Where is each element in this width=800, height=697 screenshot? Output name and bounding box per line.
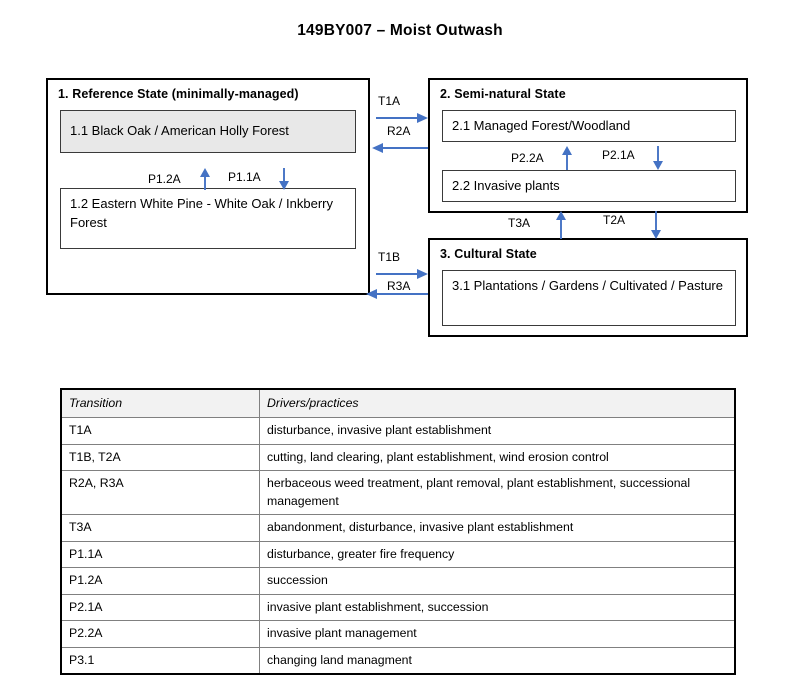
state-title-reference: 1. Reference State (minimally-managed) xyxy=(58,87,299,101)
state-title-semi-natural: 2. Semi-natural State xyxy=(440,87,566,101)
arrow-label-p1-1a: P1.1A xyxy=(228,170,261,184)
arrow-label-r2a: R2A xyxy=(387,124,411,138)
table-header-drivers: Drivers/practices xyxy=(259,388,736,419)
arrow-label-p2-1a: P2.1A xyxy=(602,148,635,162)
table-row: R2A, R3A herbaceous weed treatment, plan… xyxy=(60,470,736,516)
transition-table: Transition Drivers/practices T1A disturb… xyxy=(60,388,736,675)
table-header-transition: Transition xyxy=(60,388,260,419)
cell-drivers: changing land managment xyxy=(259,646,736,675)
cell-transition: P1.1A xyxy=(60,540,260,569)
arrow-label-r3a: R3A xyxy=(387,279,411,293)
cell-drivers: invasive plant establishment, succession xyxy=(259,593,736,622)
arrow-r2a xyxy=(372,143,428,153)
cell-transition: T3A xyxy=(60,514,260,542)
cell-transition: P2.1A xyxy=(60,593,260,622)
cell-transition: P1.2A xyxy=(60,567,260,595)
arrow-label-t1b: T1B xyxy=(378,250,401,264)
table-row: T1B, T2A cutting, land clearing, plant e… xyxy=(60,443,736,472)
phase-box-1-1[interactable]: 1.1 Black Oak / American Holly Forest xyxy=(60,110,356,153)
cell-drivers: abandonment, disturbance, invasive plant… xyxy=(259,514,736,542)
cell-drivers: invasive plant management xyxy=(259,620,736,648)
phase-box-2-2[interactable]: 2.2 Invasive plants xyxy=(442,170,736,202)
cell-transition: P3.1 xyxy=(60,646,260,675)
table-row: T1A disturbance, invasive plant establis… xyxy=(60,417,736,445)
phase-label-1-1: 1.1 Black Oak / American Holly Forest xyxy=(70,123,289,139)
cell-drivers: disturbance, greater fire frequency xyxy=(259,540,736,569)
phase-box-2-1[interactable]: 2.1 Managed Forest/Woodland xyxy=(442,110,736,142)
arrow-t3a xyxy=(556,211,566,239)
arrow-t2a xyxy=(651,211,661,239)
arrow-label-t1a: T1A xyxy=(378,94,401,108)
table-header-row: Transition Drivers/practices xyxy=(60,388,736,419)
cell-transition: P2.2A xyxy=(60,620,260,648)
cell-drivers: disturbance, invasive plant establishmen… xyxy=(259,417,736,445)
state-box-cultural: 3. Cultural State 3.1 Plantations / Gard… xyxy=(428,238,748,337)
cell-drivers: cutting, land clearing, plant establishm… xyxy=(259,443,736,472)
phase-label-2-2: 2.2 Invasive plants xyxy=(452,177,560,193)
arrow-label-t2a: T2A xyxy=(603,213,626,227)
arrow-label-p2-2a: P2.2A xyxy=(511,151,544,165)
table-row: P1.2A succession xyxy=(60,567,736,595)
state-box-semi-natural: 2. Semi-natural State 2.1 Managed Forest… xyxy=(428,78,748,213)
phase-box-3-1[interactable]: 3.1 Plantations / Gardens / Cultivated /… xyxy=(442,270,736,326)
arrow-label-p1-2a: P1.2A xyxy=(148,172,181,186)
state-title-cultural: 3. Cultural State xyxy=(440,247,537,261)
arrow-t1a xyxy=(376,113,428,123)
cell-transition: T1B, T2A xyxy=(60,443,260,472)
table-row: P1.1A disturbance, greater fire frequenc… xyxy=(60,540,736,569)
cell-transition: R2A, R3A xyxy=(60,470,260,516)
page-title: 149BY007 – Moist Outwash xyxy=(297,22,503,39)
phase-label-2-1: 2.1 Managed Forest/Woodland xyxy=(452,117,631,133)
phase-label-3-1: 3.1 Plantations / Gardens / Cultivated /… xyxy=(452,278,723,293)
cell-drivers: succession xyxy=(259,567,736,595)
state-box-reference: 1. Reference State (minimally-managed) 1… xyxy=(46,78,370,295)
cell-drivers: herbaceous weed treatment, plant removal… xyxy=(259,470,736,516)
cell-transition: T1A xyxy=(60,417,260,445)
table-row: P2.2A invasive plant management xyxy=(60,620,736,648)
table-row: T3A abandonment, disturbance, invasive p… xyxy=(60,514,736,542)
arrow-label-t3a: T3A xyxy=(508,216,531,230)
table-row: P3.1 changing land managment xyxy=(60,646,736,675)
phase-box-1-2[interactable]: 1.2 Eastern White Pine - White Oak / Ink… xyxy=(60,188,356,249)
phase-label-1-2: 1.2 Eastern White Pine - White Oak / Ink… xyxy=(70,196,333,230)
table-row: P2.1A invasive plant establishment, succ… xyxy=(60,593,736,622)
